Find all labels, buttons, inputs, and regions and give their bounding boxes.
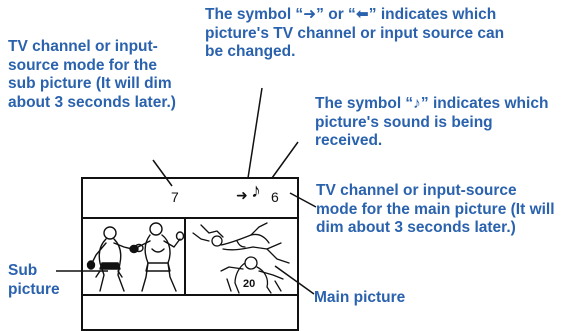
selection-symbol-callout: The symbol “➜” or “⬅” indicates which pi…	[205, 6, 505, 60]
boxers-illustration	[86, 222, 185, 292]
music-note-icon: ♪	[251, 180, 261, 202]
main-picture: 20	[187, 219, 297, 294]
sound-symbol-callout: The symbol “♪” indicates which picture's…	[315, 95, 549, 149]
sub-mode-callout: TV channel or input-source mode for the …	[8, 38, 176, 111]
leader-line-selection-symbol	[247, 87, 263, 179]
sub-channel-number: 7	[171, 189, 179, 205]
sub-picture	[84, 219, 186, 294]
sub-picture-callout: Sub picture	[8, 262, 60, 298]
main-picture-callout: Main picture	[314, 289, 406, 306]
baseball-players-illustration: 20	[192, 222, 290, 294]
leader-line-sound-symbol	[271, 141, 299, 179]
tv-screen: 7 ➜ ♪ 6	[81, 177, 299, 331]
selection-arrow-icon: ➜	[236, 187, 248, 203]
screen-divider-top	[83, 217, 297, 219]
main-channel-number: 6	[271, 189, 279, 205]
screen-divider-bottom	[83, 294, 297, 296]
main-mode-callout: TV channel or input-source mode for the …	[316, 182, 555, 236]
svg-text:20: 20	[243, 278, 255, 290]
